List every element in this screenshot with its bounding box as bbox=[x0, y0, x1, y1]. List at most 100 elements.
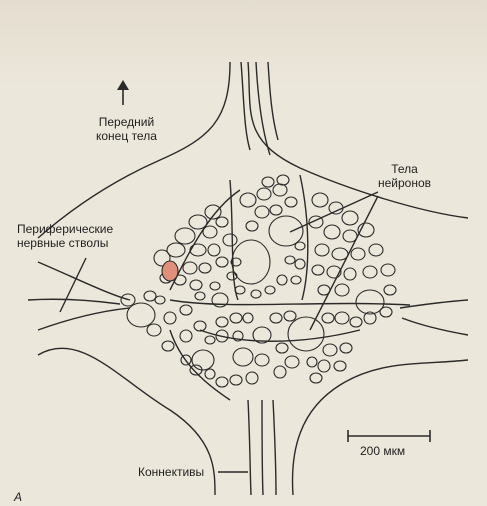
neuron-cell-body bbox=[285, 197, 297, 207]
neuron-cell-body bbox=[257, 188, 271, 200]
neuron-cell-body bbox=[273, 184, 287, 196]
neuron-cell-body bbox=[205, 336, 215, 344]
neuron-cell-body bbox=[180, 305, 192, 315]
neuron-cell-body bbox=[192, 350, 214, 370]
neuron-cell-body bbox=[270, 205, 282, 215]
neuron-cell-body bbox=[127, 303, 155, 327]
neuron-cell-body bbox=[285, 356, 299, 368]
neuron-cell-body bbox=[205, 369, 215, 379]
neuron-cell-body bbox=[175, 228, 195, 244]
neuron-cell-body bbox=[344, 268, 356, 280]
leader-line bbox=[290, 192, 378, 232]
neuron-cell-body bbox=[203, 226, 217, 238]
neuron-cell-body bbox=[318, 285, 330, 295]
neuron-cell-body bbox=[312, 193, 328, 207]
neuron-cell-body bbox=[216, 377, 228, 387]
neuron-cell-body bbox=[284, 311, 296, 321]
neuron-cell-body bbox=[343, 230, 357, 242]
neuron-cell-body bbox=[351, 248, 365, 260]
neuron-cell-body bbox=[255, 354, 269, 366]
neuron-cell-body bbox=[381, 264, 395, 276]
connective-posterior bbox=[273, 400, 276, 495]
peripheral-nerve-left bbox=[28, 299, 120, 304]
neuron-cell-body bbox=[251, 290, 261, 298]
label-peripheral-nerves: Периферические нервные стволы bbox=[17, 222, 113, 250]
scale-bar bbox=[348, 430, 430, 442]
neuron-cell-body bbox=[208, 244, 220, 256]
neuron-cell-body bbox=[270, 313, 282, 323]
neuron-cell-body bbox=[190, 280, 202, 290]
neuron-cell-body bbox=[195, 292, 205, 300]
partition-line bbox=[170, 330, 230, 400]
neuron-cell-body bbox=[318, 360, 330, 372]
neuron-cell-body bbox=[255, 206, 269, 218]
neuron-cell-body bbox=[235, 286, 245, 294]
neuron-cell-body bbox=[183, 262, 197, 274]
neuron-cell-body bbox=[230, 313, 242, 323]
neuron-cell-body bbox=[233, 348, 253, 366]
neuron-cell-body bbox=[380, 307, 392, 317]
neuron-cell-body bbox=[180, 330, 192, 342]
neuron-cell-body bbox=[340, 343, 352, 353]
ganglion-outline bbox=[248, 62, 468, 218]
ganglion-outline bbox=[293, 360, 468, 495]
neuron-cell-body bbox=[291, 276, 301, 284]
panel-letter: А bbox=[14, 490, 22, 504]
connective-posterior bbox=[262, 400, 263, 495]
neuron-cell-body bbox=[363, 266, 377, 278]
neuron-cell-body bbox=[285, 256, 295, 264]
neuron-cell-body bbox=[155, 296, 165, 304]
neuron-cell-body bbox=[147, 324, 161, 336]
neuron-cell-body bbox=[288, 317, 324, 351]
neuron-cell-body bbox=[210, 282, 220, 290]
neuron-cell-body bbox=[216, 257, 228, 267]
peripheral-nerve-left bbox=[38, 262, 130, 300]
neuron-cell-body bbox=[335, 284, 349, 296]
neuron-cell-body bbox=[335, 312, 349, 324]
neuron-cell-body bbox=[194, 321, 206, 331]
neuron-cell-body bbox=[223, 234, 237, 246]
neuron-cell-body bbox=[262, 177, 274, 187]
neuron-cell-body bbox=[277, 175, 289, 185]
neuron-cell-body bbox=[230, 375, 242, 385]
partition-line bbox=[170, 300, 410, 305]
label-scale-bar: 200 мкм bbox=[360, 444, 405, 458]
neuron-cell-body bbox=[269, 216, 303, 246]
neuron-cell-body bbox=[240, 193, 256, 207]
label-front-end: Передний конец тела bbox=[96, 115, 157, 143]
neuron-cell-body bbox=[324, 225, 340, 239]
neuron-cell-body bbox=[310, 373, 322, 383]
neuron-cell-body bbox=[322, 313, 334, 323]
label-connectives: Коннективы bbox=[138, 465, 204, 479]
neuron-cell-body bbox=[295, 259, 305, 269]
neuron-cell-body bbox=[246, 372, 258, 384]
neuron-cell-body bbox=[164, 312, 176, 324]
neuron-cell-body bbox=[243, 313, 253, 323]
neuron-cell-body bbox=[265, 286, 275, 294]
neuron-cell-body bbox=[276, 343, 288, 353]
neuron-cell-body bbox=[189, 215, 207, 229]
neuron-cell-body bbox=[369, 244, 383, 256]
neuron-cell-body bbox=[216, 217, 228, 227]
neuron-cell-body bbox=[199, 263, 211, 273]
connective-anterior bbox=[268, 62, 278, 140]
neuron-cell-body bbox=[312, 265, 324, 275]
neuron-cell-body bbox=[332, 248, 348, 260]
peripheral-nerve-left bbox=[38, 308, 130, 330]
neuron-cell-body bbox=[246, 221, 258, 231]
connective-posterior bbox=[248, 400, 251, 495]
neuron-cell-body bbox=[274, 366, 286, 378]
neuron-cell-body bbox=[342, 211, 358, 225]
neuron-cell-body bbox=[216, 317, 228, 327]
neuron-cell-body bbox=[162, 341, 174, 351]
ganglion-outline bbox=[38, 62, 230, 238]
label-neuron-bodies: Тела нейронов bbox=[378, 162, 431, 190]
peripheral-nerve-right bbox=[402, 318, 468, 335]
neuron-cell-body bbox=[334, 361, 346, 371]
peripheral-nerve-right bbox=[400, 300, 468, 308]
neuron-cell-body bbox=[144, 291, 156, 301]
leader-line bbox=[310, 196, 378, 330]
arrow-up-icon bbox=[117, 80, 129, 105]
neuron-cell-body bbox=[315, 244, 329, 256]
